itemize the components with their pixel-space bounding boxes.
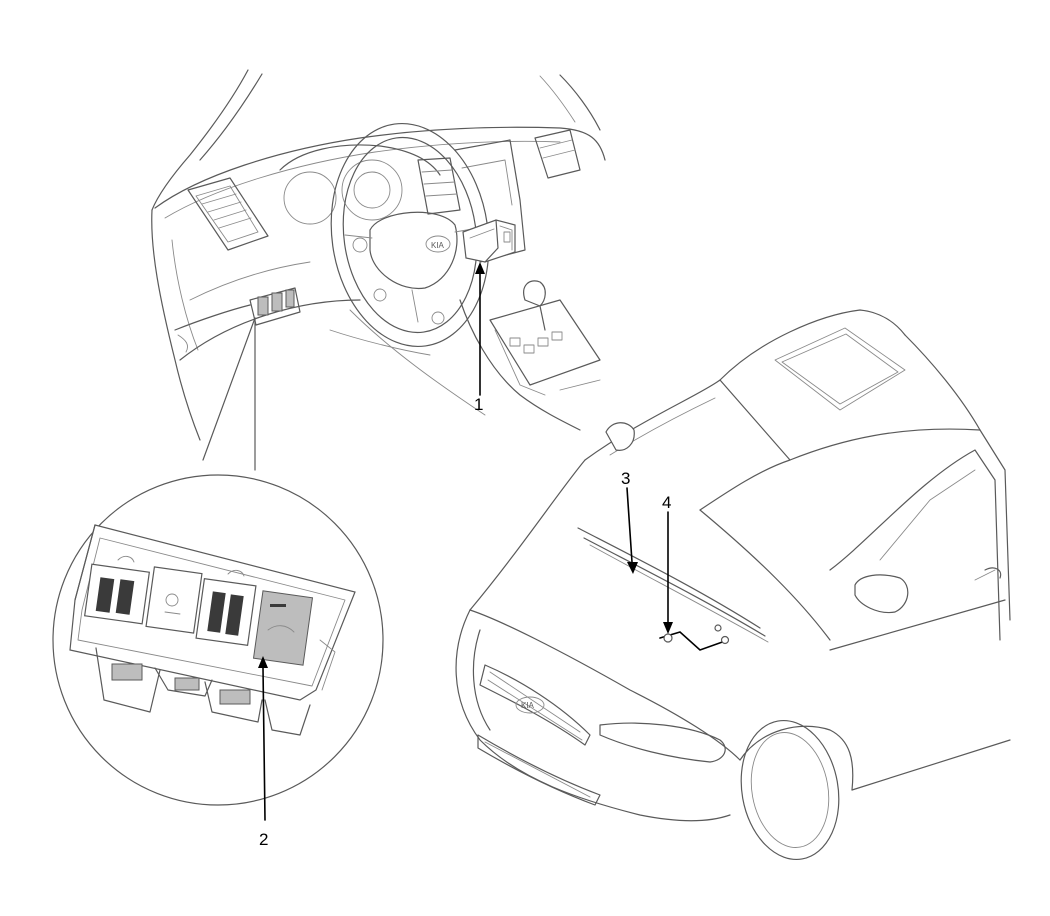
center-air-vent [417, 157, 461, 215]
car-illustration: KIA [455, 309, 1011, 861]
callout-2: 2 [259, 830, 268, 849]
leader-1 [475, 262, 485, 396]
headlamp-leveling-button [145, 566, 203, 634]
switch-panel-magnifier [52, 317, 384, 806]
svg-text:KIA: KIA [521, 701, 535, 710]
washer-nozzle-line [577, 527, 769, 643]
leader-lines [258, 262, 673, 821]
dashboard-illustration: KIA [151, 69, 606, 441]
gear-shifter [489, 280, 601, 396]
leader-4 [663, 511, 673, 634]
svg-text:KIA: KIA [431, 241, 445, 250]
front-grille: KIA [479, 664, 591, 746]
multifunction-switch-module [462, 219, 516, 263]
callout-3: 3 [621, 469, 630, 488]
center-dimmer-switch [195, 569, 257, 647]
callout-1: 1 [474, 395, 483, 414]
washer-hose [659, 624, 730, 651]
callout-4: 4 [662, 493, 671, 512]
leader-3 [626, 487, 638, 574]
left-dimmer-switch [83, 555, 151, 625]
rear-defog-switch [252, 590, 314, 666]
switch-panel-location [249, 287, 301, 326]
left-air-vent [187, 177, 269, 251]
leader-2 [258, 656, 268, 821]
